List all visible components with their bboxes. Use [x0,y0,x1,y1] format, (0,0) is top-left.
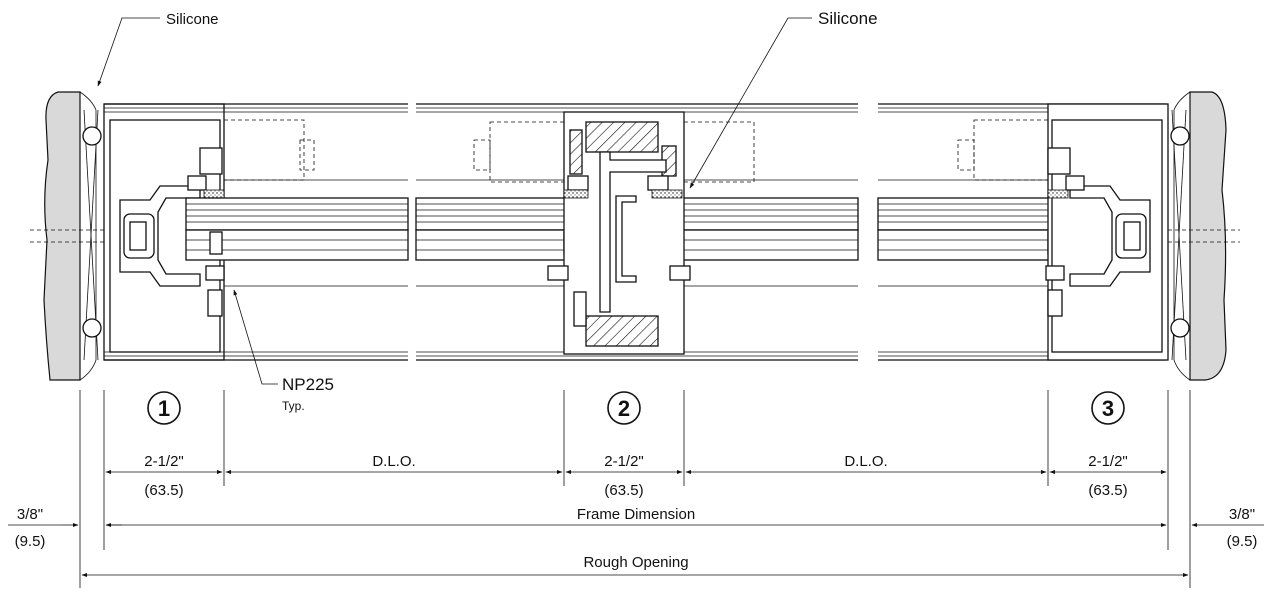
dim-frame: Frame Dimension [105,506,1167,527]
backer-rod-bottom-right [1170,318,1190,338]
gasket-label: NP225 [282,375,334,394]
dim-shim-left: 3/8" (9.5) [8,506,122,550]
dim-mullion-1: 2-1/2" (63.5) [105,453,223,499]
svg-text:(63.5): (63.5) [1088,482,1127,499]
left-wall [43,91,81,381]
backer-rod-top-left [82,126,102,146]
silicone-label-left: Silicone [166,11,219,28]
dim-mullion-3: 2-1/2" (63.5) [1049,453,1167,499]
svg-text:(9.5): (9.5) [15,533,46,550]
thermal-break-bottom [585,315,659,347]
marker-1: 1 [147,391,181,425]
svg-text:1: 1 [158,396,170,421]
dim-dlo-2: D.L.O. [685,453,1047,474]
callout-np225: NP225 Typ. [233,289,334,413]
callout-silicone-right: Silicone [689,9,878,189]
marker-3: 3 [1091,391,1125,425]
svg-text:(9.5): (9.5) [1227,533,1258,550]
dim-rough-opening: Rough Opening [81,554,1189,577]
backer-rod-top-right [1170,126,1190,146]
dim-shim-right: 3/8" (9.5) [1191,506,1264,550]
svg-text:2-1/2": 2-1/2" [604,453,644,470]
svg-text:2-1/2": 2-1/2" [1088,453,1128,470]
svg-text:2-1/2": 2-1/2" [144,453,184,470]
glass-lite-left [104,103,409,361]
svg-text:3/8": 3/8" [17,506,43,523]
svg-text:3/8": 3/8" [1229,506,1255,523]
svg-text:(63.5): (63.5) [144,482,183,499]
svg-text:D.L.O.: D.L.O. [372,453,415,470]
extension-lines [79,390,1191,588]
right-jamb-section [1045,91,1191,381]
dim-dlo-1: D.L.O. [225,453,563,474]
svg-text:Rough Opening: Rough Opening [583,554,688,571]
dim-mullion-2: 2-1/2" (63.5) [565,453,683,499]
center-mullion-section [415,103,859,361]
svg-text:Frame Dimension: Frame Dimension [577,506,695,523]
thermal-break-top [585,121,659,153]
silicone-label-right: Silicone [818,9,878,28]
callout-silicone-left: Silicone [97,11,219,87]
marker-2: 2 [607,391,641,425]
right-wall [1189,91,1227,381]
sealant-joint-left [79,91,97,381]
svg-text:D.L.O.: D.L.O. [844,453,887,470]
gasket-note-label: Typ. [282,399,305,413]
svg-text:3: 3 [1102,396,1114,421]
svg-text:(63.5): (63.5) [604,482,643,499]
svg-text:2: 2 [618,396,630,421]
backer-rod-bottom-left [82,318,102,338]
sealant-joint-right [1173,91,1191,381]
